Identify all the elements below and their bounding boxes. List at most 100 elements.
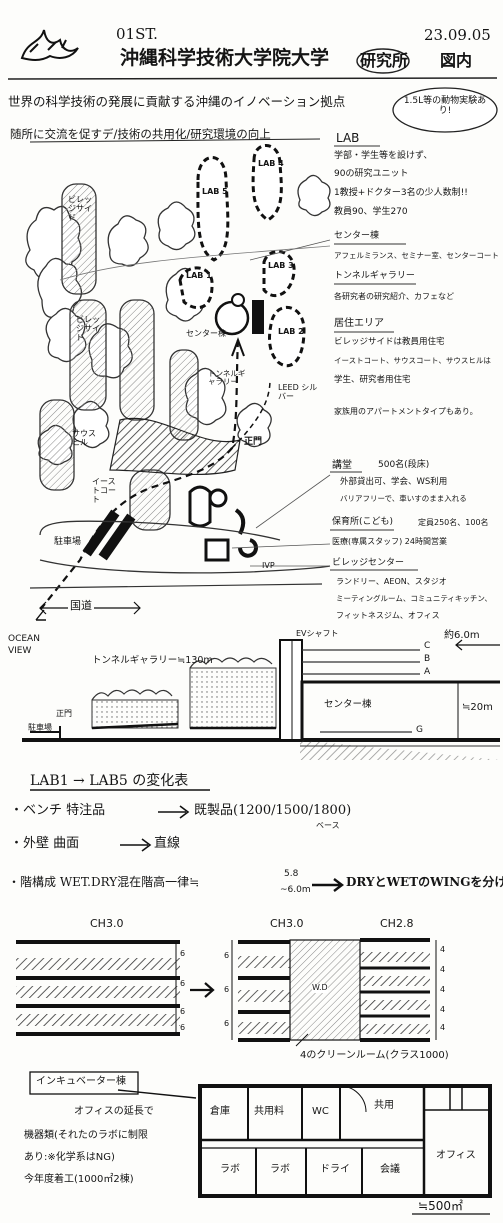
note-rules: [330, 145, 418, 571]
header-tag: 研究所: [360, 51, 409, 70]
room-office: オフィス: [436, 1150, 476, 1161]
incubator-title: インキュベーター棟: [36, 1076, 126, 1087]
note-hall-title: 講堂: [332, 460, 352, 471]
header-scale: 図内: [440, 51, 473, 70]
logo-mark: [20, 29, 79, 61]
lab4-label: LAB 4: [258, 159, 284, 168]
ch-right-label: CH2.8: [380, 917, 414, 930]
note-center-title: センター棟: [334, 231, 380, 241]
site-plan: [25, 144, 331, 621]
note-nursery-spec: 定員250名、100名: [418, 518, 489, 527]
note-lab-line-1: 学部・学生等を設けず、: [334, 151, 433, 161]
tunnel-length-label: トンネルギャラリー≒130m: [92, 655, 213, 666]
hatch-area-label: W.D: [312, 983, 328, 993]
left-dim-4: 6: [180, 1023, 186, 1032]
bubble-outline: [392, 87, 498, 133]
bubble-text: 1.5L等の動物実験あり!: [403, 96, 487, 116]
note-lab-title: LAB: [336, 131, 360, 145]
note-residential-line-2: イーストコート、サウスコート、サウスヒルは: [334, 356, 491, 365]
ivp-label: IVP: [262, 561, 275, 570]
note-lab-line-4: 教員90、学生270: [334, 207, 408, 217]
room-shared: 共用: [374, 1100, 394, 1111]
note-tunnel-body: 各研究者の研究紹介、カフェなど: [334, 292, 454, 301]
level-g: G: [416, 725, 423, 735]
ch-mid-label: CH3.0: [270, 917, 304, 930]
change-wall-to: 直線: [154, 836, 181, 851]
right-dim-a-1: 6: [224, 951, 230, 960]
national-road-label: 国道: [68, 599, 94, 613]
change-bench-to: 既製品(1200/1500/1800): [194, 803, 352, 818]
leed-label: LEED シルバー: [278, 383, 318, 401]
lab5-label: LAB 5: [202, 187, 228, 196]
note-center-body: アフェルミランス、セミナー室、センターコート: [334, 251, 499, 260]
lab2-label: LAB 2: [278, 327, 304, 336]
center-label: センター棟: [186, 329, 226, 338]
left-dim-3: 6: [180, 1007, 186, 1016]
section-drawing: [22, 639, 500, 760]
change-floor-frac-bottom: ~6.0m: [280, 885, 311, 895]
incubator-line-3: あり:※化学系はNG): [24, 1152, 115, 1163]
village-side-right-label: ビレッジサイド: [68, 195, 92, 222]
south-hill-label: サウスヒル: [72, 429, 96, 447]
note-village-title: ビレッジセンター: [332, 558, 405, 568]
header-rule: [7, 77, 498, 80]
right-dim-a-3: 6: [224, 1019, 230, 1028]
change-bench-base: ベース: [316, 821, 340, 830]
room-dry: ドライ: [320, 1164, 350, 1175]
note-hall-line-1: 外部貸出可、学会、WS利用: [340, 477, 448, 487]
incubator-line-1: オフィスの延長で: [74, 1106, 154, 1117]
note-residential-line-3: 学生、研究者用住宅: [334, 375, 411, 385]
note-village-line-3: フィットネスジム、オフィス: [336, 611, 440, 620]
note-lab-line-2: 90の研究ユニット: [334, 169, 409, 179]
room-lab-1: ラボ: [220, 1164, 240, 1175]
right-dim-b-4: 4: [440, 1005, 446, 1014]
tag-circle: [356, 48, 410, 74]
parking-label: 駐車場: [54, 537, 82, 547]
main-gate-label: 正門: [244, 437, 263, 447]
note-nursery-title: 保育所(こども): [332, 517, 394, 527]
clean-room-label: 4のクリーンルーム(クラス1000): [300, 1050, 449, 1061]
lab1-label: LAB 1: [186, 271, 212, 280]
note-residential-extra: 家族用のアパートメントタイプもあり。: [334, 407, 478, 416]
right-dim-b-3: 4: [440, 985, 446, 994]
intro-line-1: 世界の科学技術の発展に貢献する沖縄のイノベーション拠点: [8, 94, 346, 109]
change-bench-from: ・ベンチ 特注品: [10, 803, 106, 818]
section-entrance-label: 正門: [56, 709, 72, 718]
intro-line-2: 随所に交流を促すデ/技術の共用化/研究環境の向上: [10, 127, 271, 141]
note-hall-line-2: バリアフリーで、車いすのまま入れる: [340, 494, 467, 503]
section-height: ≒20m: [462, 702, 493, 713]
ch-left-label: CH3.0: [90, 917, 124, 930]
note-hall-spec: 500名(段床): [378, 460, 430, 470]
header-title: 沖縄科学技術大学院大学: [120, 47, 330, 69]
note-residential-title: 居住エリア: [334, 318, 384, 329]
east-court-label: イーストコート: [92, 477, 116, 504]
room-wc: WC: [312, 1106, 329, 1117]
incubator-title-box: [29, 1071, 139, 1095]
note-tunnel-title: トンネルギャラリー: [334, 271, 415, 281]
note-residential-line-1: ビレッジサイドは教員用住宅: [334, 337, 445, 347]
room-shared-supplies: 共用料: [254, 1106, 284, 1117]
level-b: B: [424, 654, 431, 664]
room-meeting: 会議: [380, 1164, 400, 1175]
incubator-line-4: 今年度着工(1000㎡2棟): [24, 1174, 134, 1185]
incubator-pointer: [117, 1089, 197, 1099]
section-center-label: センター棟: [324, 699, 372, 710]
ocean-view-label: OCEAN VIEW: [8, 634, 40, 656]
note-lab-line-3: 1教授+ドクター3名の少人数制!!: [334, 188, 468, 198]
room-storage: 倉庫: [210, 1106, 230, 1117]
tunnel-label: トンネルギャラリー: [208, 369, 246, 387]
note-village-line-2: ミーティングルーム、コミュニティキッチン、: [336, 594, 492, 603]
right-dim-b-5: 4: [440, 1023, 446, 1032]
right-dim-b-1: 4: [440, 945, 446, 954]
note-nursery-body: 医療(専属スタッフ) 24時間営業: [332, 537, 447, 546]
change-floor-from: ・階構成 WET.DRY混在階高一律≒: [8, 875, 200, 889]
level-a: A: [424, 667, 431, 677]
incubator-floorplan: [198, 1084, 492, 1198]
incubator-line-2: 機器類(それたのラボに制限: [24, 1130, 148, 1141]
header-date: 23.09.05: [424, 26, 491, 44]
header-code: 01ST.: [116, 25, 158, 43]
change-floor-frac-top: 5.8: [284, 869, 299, 879]
left-dim-1: 6: [180, 949, 186, 958]
